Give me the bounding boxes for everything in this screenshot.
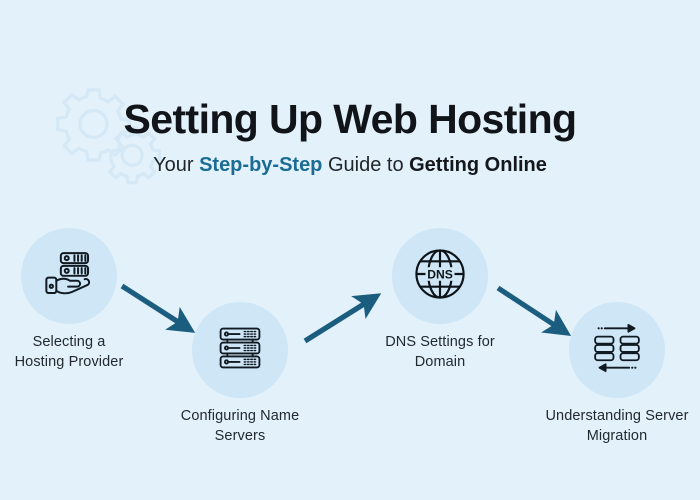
step-configuring-name-servers[interactable]: Configuring Name Servers [150,302,330,446]
step-label-line2: Servers [214,427,266,444]
dns-globe-icon: DNS [411,245,469,308]
step-dns-settings-for-domain[interactable]: DNS DNS Settings for Domain [350,228,530,372]
step-label-line2: Domain [414,353,466,370]
server-rack-icon [213,321,267,380]
step-icon-circle [21,228,117,324]
header: Setting Up Web Hosting Your Step-by-Step… [0,96,700,177]
step-label: Understanding Server Migration [527,407,700,446]
step-label: DNS Settings for Domain [350,333,530,372]
page-title: Setting Up Web Hosting [123,96,578,142]
hand-holding-server-icon [40,245,98,308]
step-selecting-hosting-provider[interactable]: Selecting a Hosting Provider [0,228,159,372]
step-label-line1: DNS Settings for [385,334,495,350]
subtitle-accent: Step-by-Step [199,154,323,177]
subtitle-text-mid: Guide to [322,154,410,177]
subtitle-text-lead: Your [153,154,200,177]
step-label-line2: Migration [586,427,648,444]
step-icon-circle [569,302,665,398]
step-label: Selecting a Hosting Provider [0,333,159,372]
step-label-line1: Understanding Server [545,408,689,424]
dns-label: DNS [427,267,453,281]
server-migration-icon [589,320,645,381]
subtitle-strong: Getting Online [409,154,547,177]
step-label-line1: Configuring Name [180,408,300,424]
step-icon-circle [192,302,288,398]
step-icon-circle: DNS [392,228,488,324]
step-label-line1: Selecting a [32,334,106,350]
step-label-line2: Hosting Provider [14,353,124,370]
step-understanding-server-migration[interactable]: Understanding Server Migration [527,302,700,446]
step-label: Configuring Name Servers [150,407,330,446]
page-subtitle: Your Step-by-Step Guide to Getting Onlin… [0,153,700,177]
